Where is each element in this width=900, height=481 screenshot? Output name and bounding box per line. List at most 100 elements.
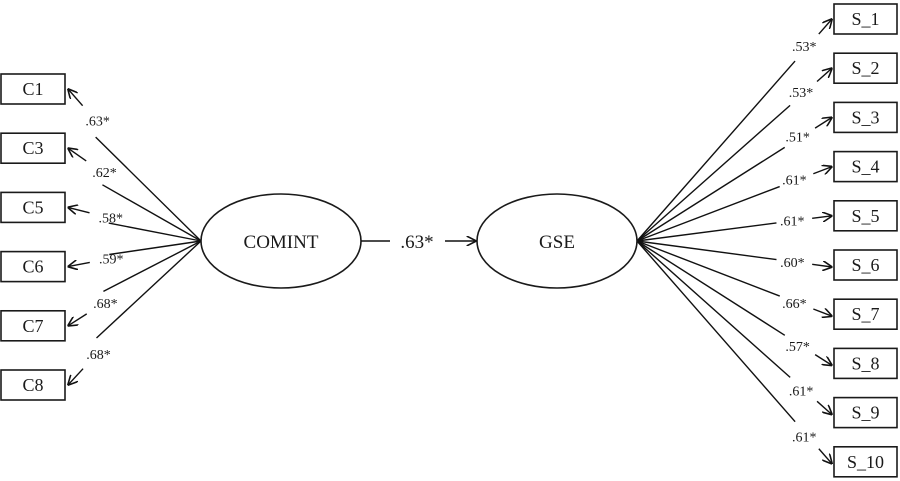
indicator-box: [833, 249, 898, 281]
loading-path: .57*: [636, 240, 832, 366]
loading-arrow: [68, 148, 87, 162]
loading-path: .68*: [68, 240, 202, 326]
indicator-box: [833, 347, 898, 380]
indicator-c7: C7: [0, 309, 66, 342]
indicator-label: S_7: [851, 304, 879, 324]
loading-line: [102, 184, 202, 242]
loading-coef: .57*: [785, 340, 810, 355]
latent-comint-label: COMINT: [244, 232, 319, 253]
loading-coef: .51*: [785, 131, 810, 146]
loading-coef: .62*: [92, 166, 117, 181]
indicator-label: S_9: [851, 403, 879, 423]
latent-gse-ellipse: [476, 193, 638, 289]
indicator-label: S_6: [851, 255, 879, 275]
loading-path: .62*: [68, 148, 202, 242]
loading-line: [636, 185, 780, 242]
indicator-s-2: S_2: [833, 52, 898, 85]
structural-path: .63*: [361, 232, 476, 253]
loading-coef: .61*: [792, 431, 817, 446]
loading-coef: .61*: [780, 214, 805, 229]
loading-line: [636, 146, 786, 242]
loading-line: [636, 240, 777, 261]
loading-arrow: [68, 368, 84, 385]
loading-path: .53*: [636, 19, 832, 242]
indicator-s-7: S_7: [833, 298, 898, 331]
loading-arrow: [68, 262, 90, 266]
indicator-s-8: S_8: [833, 347, 898, 380]
loading-coef: .53*: [789, 86, 814, 101]
indicator-label: S_4: [851, 157, 879, 177]
loading-line: [96, 240, 202, 339]
indicator-c3: C3: [0, 132, 66, 164]
right-indicators: S_1S_2S_3S_4S_5S_6S_7S_8S_9S_10: [833, 3, 898, 478]
loading-coef: .68*: [86, 348, 111, 363]
loading-arrow: [68, 89, 84, 107]
loading-arrow: [68, 313, 88, 326]
indicator-label: C7: [22, 316, 43, 336]
indicator-label: S_2: [851, 58, 879, 78]
loading-arrow: [814, 354, 832, 366]
indicator-box: [0, 191, 66, 224]
indicator-box: [833, 200, 898, 232]
indicator-s-1: S_1: [833, 3, 898, 35]
loading-path: .58*: [68, 207, 202, 242]
indicator-c6: C6: [0, 250, 66, 283]
loading-arrow: [812, 216, 832, 219]
paths-layer: .63*.62*.58*.59*.68*.68*.53*.53*.51*.61*…: [68, 19, 832, 464]
loading-line: [636, 104, 791, 242]
latent-comint: COMINT: [200, 193, 362, 289]
loading-line: [636, 240, 791, 378]
loading-path: .59*: [68, 240, 202, 268]
loading-coef: .59*: [99, 253, 124, 268]
loading-line: [95, 136, 202, 242]
indicator-box: [833, 298, 898, 331]
loading-coef: .68*: [93, 297, 118, 312]
loading-line: [636, 222, 777, 242]
loading-line: [108, 222, 202, 242]
indicator-s-4: S_4: [833, 150, 898, 183]
indicator-box: [833, 3, 898, 35]
loading-coef: .60*: [780, 256, 805, 271]
indicator-box: [0, 73, 66, 105]
loading-path: .51*: [636, 117, 832, 242]
loading-path: .63*: [68, 89, 202, 242]
indicator-label: S_3: [851, 107, 879, 127]
indicator-box: [833, 150, 898, 183]
loading-path: .60*: [636, 240, 832, 271]
indicator-label: S_10: [847, 452, 884, 472]
loading-arrow: [814, 117, 832, 129]
loading-path: .68*: [68, 240, 202, 385]
loading-line: [636, 240, 786, 336]
loading-path: .66*: [636, 240, 832, 316]
indicator-label: C1: [22, 79, 43, 99]
loading-arrow: [813, 309, 832, 316]
loading-path: .53*: [636, 68, 832, 242]
indicator-label: C3: [22, 138, 43, 158]
loading-path: .61*: [636, 240, 832, 464]
indicator-label: S_1: [851, 9, 879, 29]
loading-line: [109, 240, 202, 256]
loading-coef: .58*: [98, 212, 123, 227]
indicator-label: S_8: [851, 353, 879, 373]
indicator-box: [833, 445, 898, 478]
indicator-box: [833, 52, 898, 85]
loading-arrow: [813, 167, 832, 174]
loading-coef: .53*: [792, 40, 817, 55]
loading-arrow: [818, 19, 832, 35]
loading-path: .61*: [636, 214, 832, 242]
indicator-s-3: S_3: [833, 101, 898, 134]
indicator-label: C6: [22, 257, 43, 277]
loading-line: [103, 240, 202, 293]
latent-gse: GSE: [476, 193, 638, 289]
structural-path-coef: .63*: [400, 232, 433, 253]
loading-path: .61*: [636, 167, 832, 242]
indicator-label: C5: [22, 197, 43, 217]
indicator-label: S_5: [851, 206, 879, 226]
indicator-s-9: S_9: [833, 396, 898, 429]
loading-coef: .66*: [782, 297, 807, 312]
loading-line: [636, 60, 796, 242]
loading-line: [636, 240, 796, 423]
indicator-box: [0, 250, 66, 283]
